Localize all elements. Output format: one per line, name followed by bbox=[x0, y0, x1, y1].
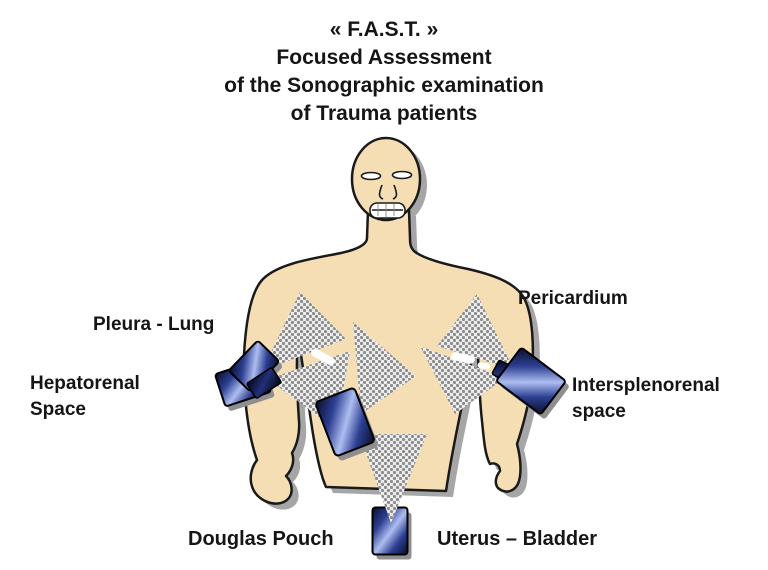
ultrasound-probe-bottom-icon bbox=[371, 506, 412, 560]
scan-sector-intersplenorenal-lower-right-icon bbox=[420, 346, 505, 414]
ultrasound-probe-left-icon bbox=[214, 340, 283, 411]
right-eye-icon bbox=[391, 170, 413, 180]
scan-sector-douglas-bottom-icon bbox=[359, 434, 427, 523]
title-line-3: of the Sonographic examination bbox=[224, 74, 544, 97]
ultrasound-probe-center-icon bbox=[315, 387, 378, 461]
head bbox=[350, 136, 422, 222]
beam-gap-dashes bbox=[311, 348, 491, 370]
title-line-4: of Trauma patients bbox=[290, 102, 478, 125]
label-pleura-lung: Pleura - Lung bbox=[93, 314, 215, 335]
ultrasound-probe-right-icon bbox=[491, 347, 569, 419]
scan-sectors bbox=[262, 292, 514, 523]
scan-sector-pleura-upper-left-icon bbox=[262, 292, 346, 371]
scan-sector-pericardium-upper-right-icon bbox=[437, 294, 514, 370]
label-intersplenorenal-space: Intersplenorenal space bbox=[572, 373, 720, 425]
label-hepatorenal-space: Hepatorenal Space bbox=[30, 371, 140, 423]
diagram-title: « F.A.S.T. » Focused Assessment of the S… bbox=[0, 16, 768, 128]
teeth-separators bbox=[377, 204, 395, 217]
scan-sector-center-icon bbox=[353, 322, 416, 414]
label-pericardium: Pericardium bbox=[518, 288, 628, 309]
label-uterus-bladder: Uterus – Bladder bbox=[437, 528, 598, 550]
nose-icon bbox=[378, 184, 398, 200]
label-intersplenorenal-line-2: space bbox=[572, 401, 626, 422]
label-douglas-pouch: Douglas Pouch bbox=[188, 528, 334, 550]
label-hepatorenal-line-2: Space bbox=[30, 399, 86, 420]
label-intersplenorenal-line-1: Intersplenorenal bbox=[572, 375, 720, 396]
left-eye-icon bbox=[360, 171, 382, 181]
title-line-2: Focused Assessment bbox=[276, 46, 492, 69]
right-beam-dash-small bbox=[477, 362, 491, 370]
right-beam-dash bbox=[451, 352, 475, 364]
face-features bbox=[360, 170, 413, 219]
title-line-1: « F.A.S.T. » bbox=[329, 18, 439, 41]
left-beam-dash bbox=[311, 348, 335, 366]
label-hepatorenal-line-1: Hepatorenal bbox=[30, 373, 140, 394]
